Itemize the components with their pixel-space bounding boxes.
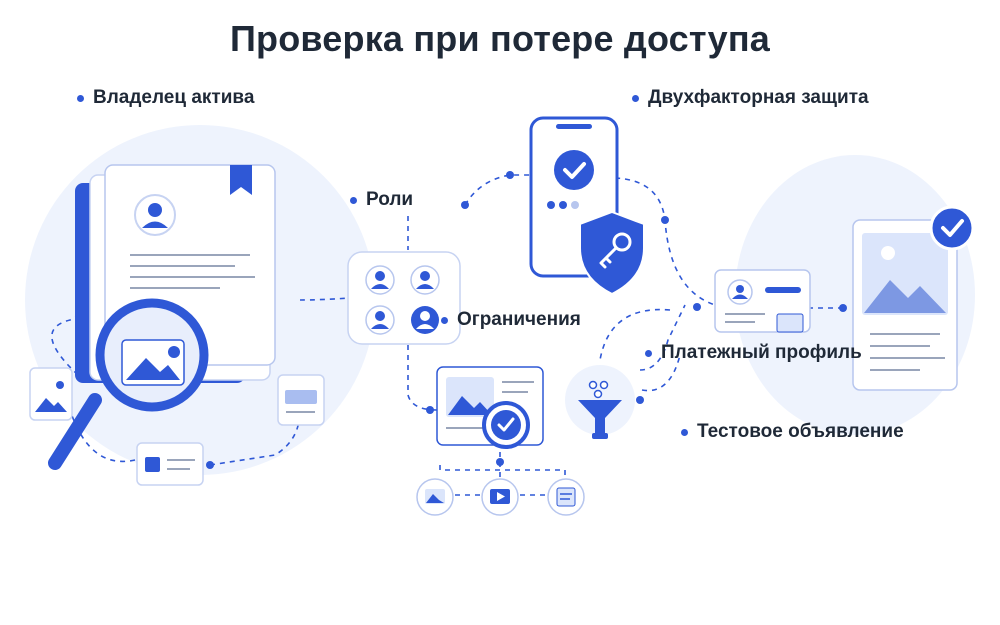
video-icon (481, 478, 519, 516)
bullet-dot (632, 94, 639, 102)
big-check-badge-icon (929, 205, 975, 251)
label-payment-profile: Платежный профиль (645, 342, 862, 364)
label-asset-owner: Владелец актива (77, 87, 254, 109)
shield-key-icon (579, 210, 645, 296)
label-test-ad: Тестовое объявление (681, 421, 904, 443)
label-text: Тестовое объявление (697, 421, 904, 442)
roles-grid (347, 251, 461, 345)
label-roles: Роли (350, 189, 413, 211)
text-doc-icon (547, 478, 585, 516)
image-icon (416, 478, 454, 516)
label-text: Владелец актива (93, 87, 255, 108)
small-image-card-left (29, 367, 73, 421)
label-text: Двухфакторная защита (648, 87, 869, 108)
label-text: Ограничения (457, 309, 581, 330)
role-avatar-3 (365, 305, 395, 335)
page-title: Проверка при потере доступа (229, 18, 771, 59)
magnifier-icon (48, 298, 209, 470)
bookmark-icon (230, 165, 252, 195)
role-avatar-1 (365, 265, 395, 295)
ad-document-card (852, 219, 958, 391)
check-icon (482, 401, 530, 449)
payment-profile-card (714, 269, 811, 333)
bullet-dot (645, 349, 652, 357)
connector-dots (206, 171, 847, 469)
bullet-dot (77, 94, 84, 102)
label-two-factor: Двухфакторная защита (632, 87, 869, 109)
small-card-bottom (136, 442, 204, 486)
small-card-right (277, 374, 325, 426)
role-avatar-4 (411, 306, 439, 334)
bullet-dot (681, 428, 688, 436)
label-restrictions: Ограничения (441, 309, 581, 331)
user-avatar-icon (134, 194, 176, 236)
bullet-dot (441, 316, 448, 324)
label-text: Платежный профиль (661, 342, 862, 363)
filter-funnel-icon (578, 380, 622, 439)
label-text: Роли (366, 189, 414, 210)
bullet-dot (350, 196, 357, 204)
role-avatar-2 (410, 265, 440, 295)
